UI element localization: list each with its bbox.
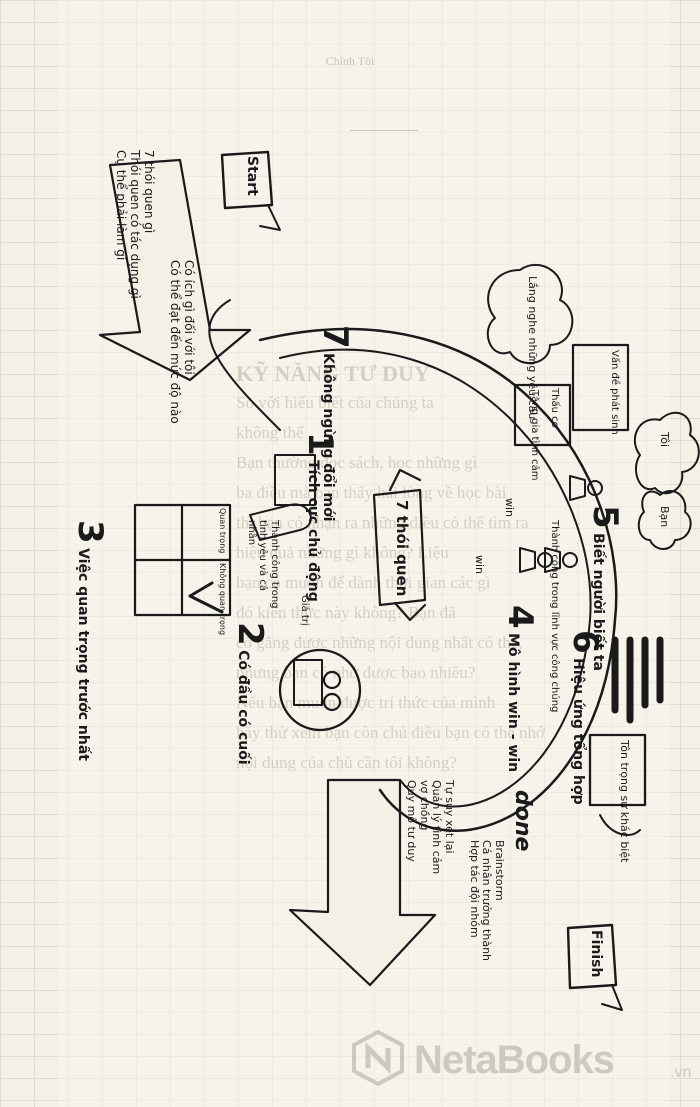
habit5-cards	[571, 343, 630, 432]
finish-item: Hợp tác đội nhóm	[467, 840, 481, 938]
ghost-line: không thể	[236, 423, 304, 442]
synergy-bars	[611, 636, 664, 724]
ghost-line: bạn có muốn để dành thời gian các gì	[236, 573, 491, 592]
sketch-head	[278, 648, 362, 732]
start-benefits: Có ích gì đối với tôi Có thể đạt đến mức…	[167, 260, 196, 424]
ghost-line: cố gắng được những nội dung nhất có thể,	[236, 633, 523, 652]
habit-1-note: Thành công trong tình yêu và cá nhân	[246, 520, 280, 609]
habit-6-title: Hiệu ứng tổng hợp	[570, 658, 586, 805]
finish-item: Cá nhân trưởng thành	[480, 840, 494, 962]
ghost-line: Nếu bạn muốn được trí thức của mình	[236, 693, 496, 712]
watermark-suffix: .vn	[670, 1064, 692, 1081]
cloud-ban: Bạn	[658, 506, 671, 528]
finish-arrow	[288, 778, 437, 987]
running-title: Chính Tôi	[325, 54, 375, 68]
finish-item: Quy mô tư duy	[405, 780, 419, 862]
finish-item: vợ chồng	[417, 780, 431, 831]
ghost-line: So với hiểu biết của chúng ta	[236, 393, 434, 412]
listen-cloud-text: Lắng nghe những yêu cầu	[526, 276, 539, 420]
start-label: Start	[244, 156, 260, 196]
finish-item: Brainstorm	[493, 840, 506, 901]
finish-list-right: Brainstorm Cá nhân trưởng thành Hợp tác …	[467, 840, 506, 962]
habit-4: 4 Mô hình win - win	[500, 605, 540, 772]
habit-7: 7 Không ngừng đổi mới	[315, 325, 355, 522]
show-through-text: KỸ NĂNG TƯ DUY So với hiểu biết của chún…	[236, 360, 700, 778]
habit-3-number: 3	[70, 520, 110, 544]
grid-col2: Không quan trọng	[218, 563, 227, 636]
habit-2-title: Có đầu có cuối	[235, 650, 251, 765]
ghost-line: đó kiến thức này không? Bạn đã	[236, 603, 456, 622]
ghost-title: KỸ NĂNG TƯ DUY	[236, 361, 430, 386]
habit-2-number: 2	[230, 622, 270, 646]
people-figures	[519, 475, 603, 573]
cloud-toi: Tôi	[658, 432, 671, 448]
watermark: NetaBooks .vn	[350, 1029, 700, 1090]
respect-sign	[588, 733, 647, 807]
cycle-loop	[258, 327, 618, 832]
habit-6-number: 6	[565, 630, 605, 654]
question-2: Thói quen có tác dụng gì	[128, 150, 143, 299]
habit-4-number: 4	[500, 605, 540, 629]
benefit-2: Có thể đạt đến mức độ nào	[168, 260, 183, 424]
finish-flag	[566, 923, 618, 990]
finish-item: Tự suy xét lại	[443, 780, 456, 854]
grid-col1: Quan trọng	[218, 508, 227, 554]
question-3: Cụ thể phải làm gì	[114, 150, 129, 261]
habit-2-note: Giá trị	[299, 595, 310, 626]
clouds-toi-ban	[633, 411, 700, 495]
habit-5-number: 5	[585, 505, 625, 529]
habit-7-title: Không ngừng đổi mới	[320, 353, 336, 522]
ghost-line: ba điều mà bạn thấy hài lòng về học bài	[236, 483, 507, 502]
center-label: 7 thói quen	[393, 500, 411, 597]
ghost-line: nội dung của chủ cần tôi không?	[236, 753, 457, 772]
habit-4-note: Thành công trong lĩnh vực công chúng	[549, 520, 560, 713]
start-flag	[220, 150, 274, 210]
habit-6-sign: Tôn trọng sự khác biệt	[618, 740, 631, 863]
finish-list-left: Tự suy xét lại Quản lý tình cảm vợ chồng…	[404, 780, 456, 875]
habit-3: 3 Việc quan trọng trước nhất	[70, 520, 110, 761]
listen-cloud	[486, 263, 574, 365]
win-right: win	[503, 498, 516, 518]
ghost-line: hãy thử xem bạn còn chủ điều bạn có thể …	[236, 723, 546, 742]
habit-3-title: Việc quan trọng trước nhất	[75, 548, 91, 761]
finish-item: Quản lý tình cảm	[430, 780, 444, 875]
benefit-1: Có ích gì đối với tôi	[182, 260, 196, 375]
finish-label: Finish	[588, 930, 604, 978]
habit-7-number: 7	[315, 325, 355, 349]
ghost-line: hiệu quả những gì không? Liệu	[236, 543, 449, 562]
ghost-line: thì bạn có nhận ra những điều có thể tìm…	[236, 513, 529, 532]
done-label: done	[510, 790, 535, 852]
header-rule	[350, 130, 418, 131]
question-1: 7 thói quen gì	[142, 150, 156, 234]
center-banner	[372, 488, 427, 607]
card-empathy: Thấu cơ	[549, 388, 560, 428]
habit-2: 2 Có đầu có cuối	[230, 622, 270, 765]
watermark-logo-icon	[352, 1029, 404, 1087]
win-left: win	[473, 555, 486, 575]
habit-4-title: Mô hình win - win	[505, 633, 521, 773]
card-problem: Vấn đề phát sinh	[609, 350, 620, 435]
start-questions: 7 thói quen gì Thói quen có tác dụng gì …	[114, 150, 156, 299]
watermark-brand: NetaBooks	[414, 1038, 615, 1082]
cycle-loop-inner	[279, 348, 592, 808]
ghost-line: Bạn thường đọc sách, học những gì	[236, 453, 478, 472]
habit-6: 6 Hiệu ứng tổng hợp	[565, 630, 605, 805]
start-arrow	[98, 158, 252, 382]
